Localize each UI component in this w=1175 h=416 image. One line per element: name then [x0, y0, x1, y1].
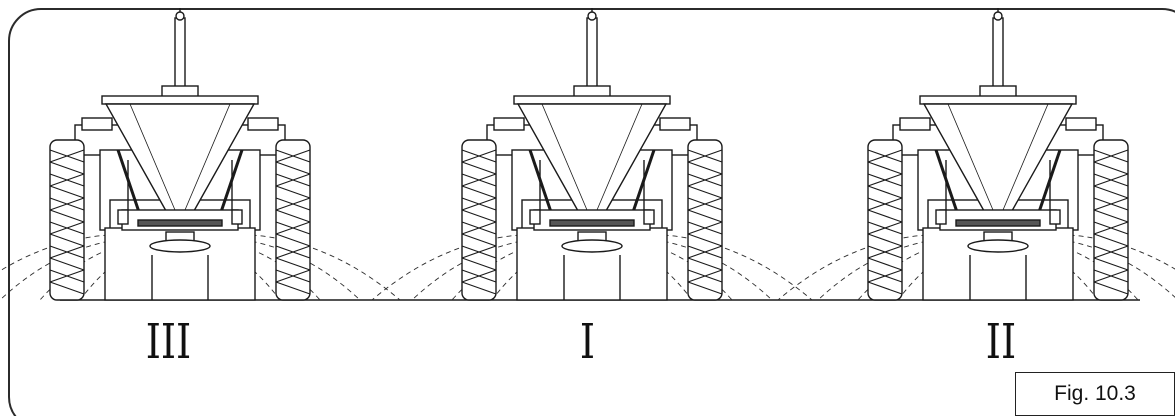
tractor-spreader-right: [866, 6, 1130, 302]
pass-label-left: III: [145, 314, 192, 370]
outer-frame: [8, 8, 1175, 416]
pass-label-right: II: [985, 314, 1017, 370]
figure-caption: Fig. 10.3: [1015, 372, 1175, 416]
tractor-spreader-left: [48, 6, 312, 302]
tractor-spreader-center: [460, 6, 724, 302]
pass-label-center: I: [579, 314, 596, 370]
